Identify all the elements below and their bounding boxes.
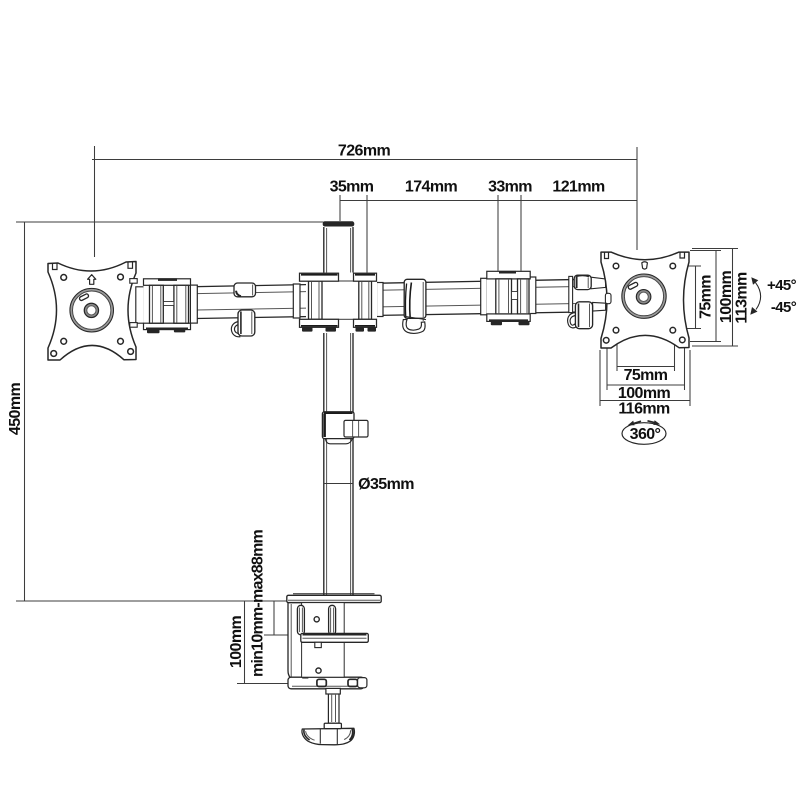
svg-text:35mm: 35mm: [330, 179, 374, 196]
svg-text:75mm: 75mm: [698, 275, 715, 319]
svg-text:100mm: 100mm: [718, 271, 735, 324]
svg-text:121mm: 121mm: [552, 179, 605, 196]
svg-text:174mm: 174mm: [405, 179, 458, 196]
svg-text:116mm: 116mm: [618, 401, 670, 418]
svg-text:min10mm-max88mm: min10mm-max88mm: [250, 529, 267, 677]
svg-text:75mm: 75mm: [624, 367, 668, 384]
svg-text:33mm: 33mm: [488, 179, 532, 196]
svg-text:100mm: 100mm: [228, 616, 245, 669]
svg-text:-45°: -45°: [771, 299, 797, 316]
svg-text:Ø35mm: Ø35mm: [358, 476, 414, 493]
svg-text:450mm: 450mm: [7, 383, 24, 436]
svg-text:+45°: +45°: [767, 277, 797, 294]
svg-text:100mm: 100mm: [618, 385, 671, 402]
svg-text:360°: 360°: [630, 426, 661, 443]
svg-text:113mm: 113mm: [734, 272, 751, 324]
svg-text:726mm: 726mm: [338, 143, 391, 160]
